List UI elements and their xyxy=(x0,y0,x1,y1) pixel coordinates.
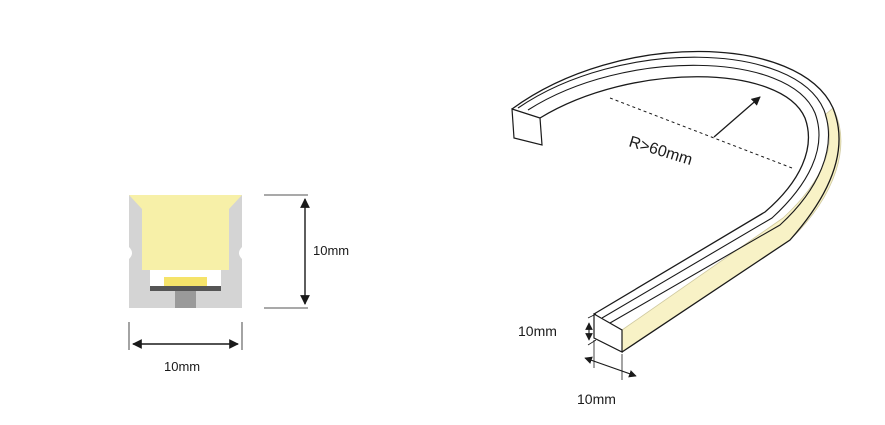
cross-section-height-dimension: 10mm xyxy=(264,194,349,309)
strip-outer-edge xyxy=(511,50,840,353)
strip-top-rim-outer xyxy=(517,56,829,324)
mounting-stem xyxy=(175,291,196,308)
strip-end-cap-top xyxy=(511,108,543,146)
radius-dashed-line xyxy=(609,97,793,169)
strip-inner-edge xyxy=(539,76,810,315)
cross-section-height-label: 10mm xyxy=(313,243,349,258)
led-chip xyxy=(164,277,207,286)
strip-top-rim-inner xyxy=(527,64,820,319)
bend-radius-label: R>60mm xyxy=(627,134,694,169)
housing-notch-right xyxy=(239,247,242,259)
bend-radius-indicator: R>60mm xyxy=(609,96,793,169)
radius-arrow xyxy=(713,96,761,138)
strip-end-cap-bottom xyxy=(593,312,623,353)
diffuser xyxy=(129,195,242,270)
bent-strip xyxy=(511,50,842,353)
bend-width-label: 10mm xyxy=(577,391,616,407)
bend-height-dimension: 10mm xyxy=(518,313,597,346)
bend-width-dimension: 10mm xyxy=(577,340,637,407)
cross-section-width-dimension: 10mm xyxy=(128,322,243,374)
cross-section-width-label: 10mm xyxy=(164,359,200,374)
pcb-board xyxy=(150,286,221,291)
cross-section-profile xyxy=(129,195,242,308)
bend-height-label: 10mm xyxy=(518,323,557,339)
housing-notch-left xyxy=(129,247,132,259)
